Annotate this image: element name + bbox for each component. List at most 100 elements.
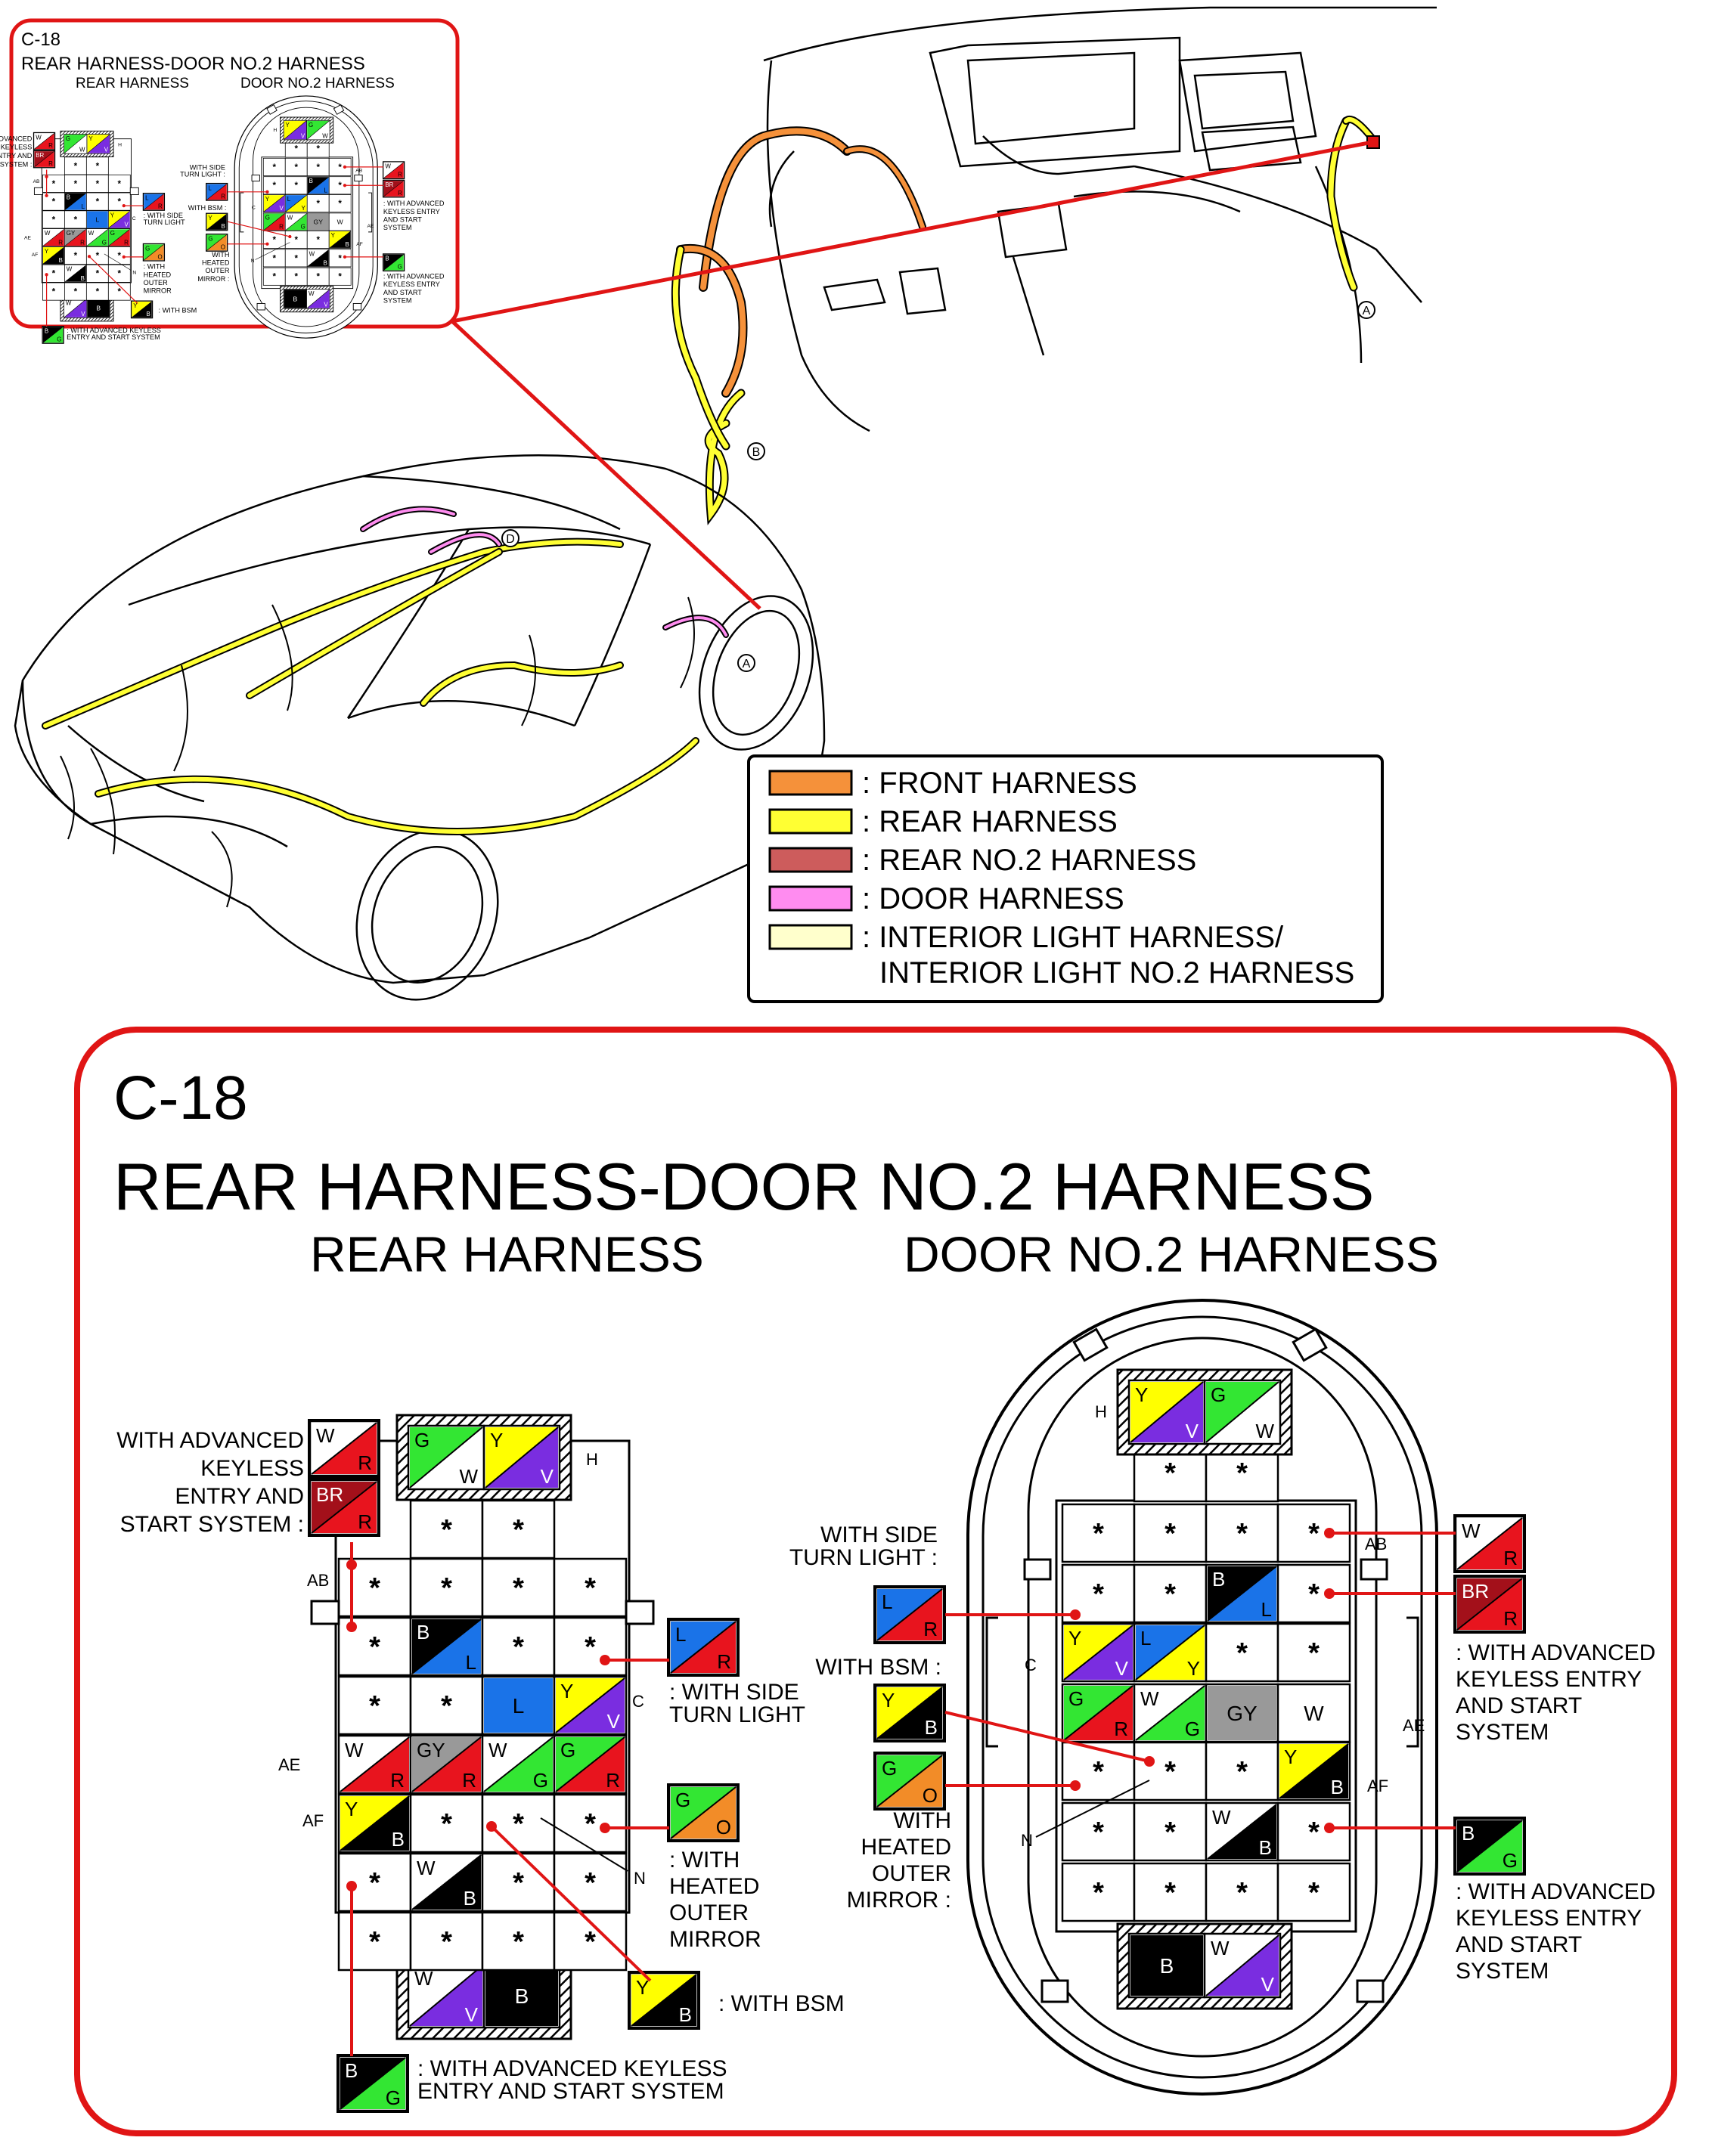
terminal-no-wire: * — [338, 200, 342, 209]
row-label-n: N — [1021, 1831, 1033, 1850]
split-line — [64, 265, 86, 283]
note-text: MIRROR : — [197, 275, 229, 283]
legend-swatch — [768, 808, 853, 835]
wire-color-code: B — [345, 241, 349, 248]
row-label-af: AF — [356, 242, 363, 247]
leader-line-car — [451, 320, 761, 610]
wire-color-code: Y — [88, 135, 93, 142]
split-line — [285, 194, 307, 212]
door-latch — [1406, 1616, 1419, 1748]
terminal-no-wire: * — [52, 288, 56, 297]
split-line — [340, 1736, 410, 1792]
wire-color-code: G — [265, 214, 270, 221]
wire-color-code: V — [541, 1465, 554, 1488]
connector-pair: GWYVWVB*******BL****LYVWRGYRWGGRYB****WB… — [0, 95, 445, 344]
terminal-no-wire: * — [369, 1926, 380, 1958]
terminal-no-wire: * — [338, 254, 342, 263]
wire-color-code: V — [81, 311, 85, 318]
wire-color-code: R — [717, 1650, 731, 1673]
wire-color-code: L — [1140, 1627, 1151, 1650]
terminal-no-wire: * — [1308, 1518, 1320, 1550]
split-line — [1063, 1685, 1134, 1741]
wire-color-code: V — [607, 1710, 621, 1733]
terminal-no-wire: * — [273, 163, 277, 172]
door-nub — [1040, 1979, 1069, 2003]
wire-color-code: G — [1211, 1383, 1226, 1406]
terminal-no-wire: * — [294, 236, 298, 245]
row-label-ae: AE — [278, 1755, 300, 1774]
split-line — [263, 194, 285, 212]
wire-color-code: R — [58, 239, 63, 246]
wire-color-code: L — [675, 1623, 686, 1646]
terminal-no-wire: * — [74, 252, 78, 261]
terminal-no-wire: * — [513, 1808, 524, 1840]
split-line — [108, 228, 130, 246]
red-dot — [343, 165, 347, 169]
wire-color-code: G — [66, 135, 70, 142]
note-text: AND START — [383, 289, 422, 296]
row-label-c: C — [632, 1692, 644, 1711]
red-dot — [1324, 1588, 1335, 1599]
row-label-c: C — [132, 216, 136, 221]
wire-color-code: V — [1115, 1657, 1129, 1680]
wire-color-code: B — [147, 311, 150, 318]
wire-color-code: W — [1212, 1806, 1231, 1829]
split-line — [409, 1426, 483, 1488]
terminal-cell — [1061, 1503, 1136, 1563]
rear-side-tab — [625, 1600, 655, 1625]
terminal-cell — [553, 1616, 628, 1677]
wire-color-code: O — [158, 253, 163, 260]
note-text: KEYLESS ENTRY — [383, 208, 440, 215]
split-line — [1207, 1566, 1277, 1622]
callout-b: B — [747, 442, 765, 460]
wire-color-code: W — [309, 250, 315, 257]
note-text: KEYLESS ENTRY — [1456, 1906, 1642, 1931]
callout-a-car-label: A — [743, 658, 751, 671]
wire-color-code: Y — [301, 205, 305, 212]
note-text: : WITH ADVANCED — [1456, 1879, 1655, 1904]
main-left-subtitle: REAR HARNESS — [310, 1226, 704, 1282]
note-text: OUTER — [669, 1900, 749, 1925]
wire-color-code: Y — [490, 1429, 503, 1451]
wire-color-fill — [1279, 1686, 1348, 1740]
note-text: MIRROR — [144, 287, 172, 295]
wire-color-code: B — [96, 305, 101, 312]
note-text: WITH — [212, 251, 229, 259]
wire-color-code: Y — [1068, 1627, 1081, 1650]
red-leader — [88, 256, 138, 304]
note-text: KEYLESS — [1, 144, 33, 151]
wire-color-code: R — [1503, 1547, 1518, 1569]
terminal-no-wire: * — [1236, 1457, 1248, 1489]
terminal-cell — [553, 1793, 628, 1854]
row-label-ab: AB — [33, 179, 40, 184]
wire-color-code: R — [358, 1510, 372, 1533]
wire-color-code: G — [57, 336, 61, 342]
terminal-cell — [328, 267, 352, 286]
split-line — [1205, 1381, 1279, 1443]
car-harness-wires — [42, 506, 729, 835]
wire-color-code: Y — [133, 302, 138, 309]
note-text: HEATED — [669, 1874, 759, 1899]
wire-color-code: R — [48, 142, 53, 149]
row-label-n: N — [634, 1869, 646, 1888]
terminal-no-wire: * — [513, 1514, 524, 1546]
split-line — [206, 184, 227, 200]
terminal-no-wire: * — [316, 236, 320, 245]
terminal-no-wire: * — [585, 1572, 596, 1604]
wire-color-code: W — [287, 214, 293, 221]
split-line — [285, 213, 307, 231]
terminal-cell — [1061, 1862, 1136, 1922]
wire-color-code: B — [59, 257, 63, 264]
wire-color-code: R — [124, 239, 129, 246]
wire-color-code: W — [36, 134, 42, 141]
wire-color-code: BR — [1462, 1580, 1489, 1603]
wire-color-code: G — [414, 1429, 430, 1451]
split-line — [64, 299, 87, 318]
terminal-no-wire: * — [1165, 1877, 1176, 1909]
terminal-no-wire: * — [273, 236, 277, 245]
wire-color-code: R — [398, 190, 402, 197]
red-dot — [600, 1655, 610, 1665]
wire-color-code: B — [293, 295, 298, 302]
red-dot — [288, 234, 292, 239]
wire-color-code: G — [102, 239, 107, 246]
